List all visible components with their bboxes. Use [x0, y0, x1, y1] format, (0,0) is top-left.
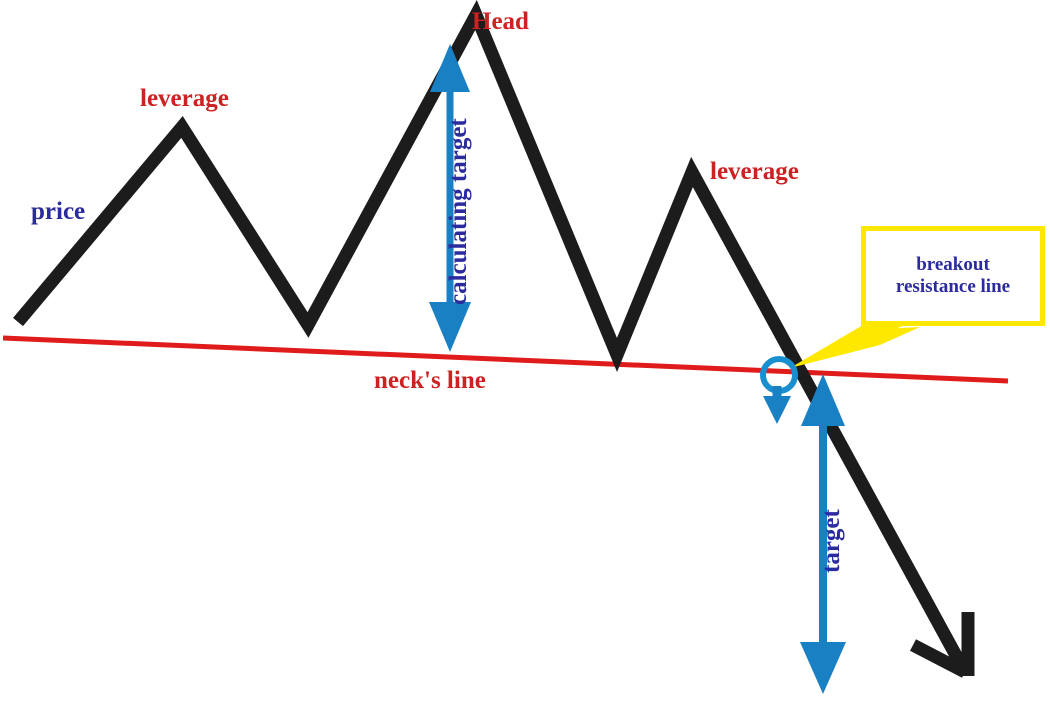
price-line-path — [13, 0, 971, 676]
callout-tail — [790, 315, 930, 368]
target-label: target — [818, 509, 845, 573]
calculating-target-label: calculating target — [445, 118, 472, 305]
breakout-callout-box: breakout resistance line — [861, 226, 1045, 326]
necks-line-label: neck's line — [374, 367, 486, 394]
price-line-arrowhead — [910, 612, 975, 678]
price-label: price — [31, 198, 86, 225]
calculating-target-arrow — [429, 44, 471, 352]
breakout-down-arrow — [763, 386, 791, 424]
head-label: Head — [472, 8, 529, 35]
leverage-left-label: leverage — [140, 85, 229, 112]
leverage-right-label: leverage — [710, 158, 799, 185]
target-arrow — [800, 374, 846, 694]
callout-line-2: resistance line — [895, 276, 1011, 297]
callout-line-1: breakout — [916, 254, 990, 275]
neckline-path — [2, 335, 1009, 384]
